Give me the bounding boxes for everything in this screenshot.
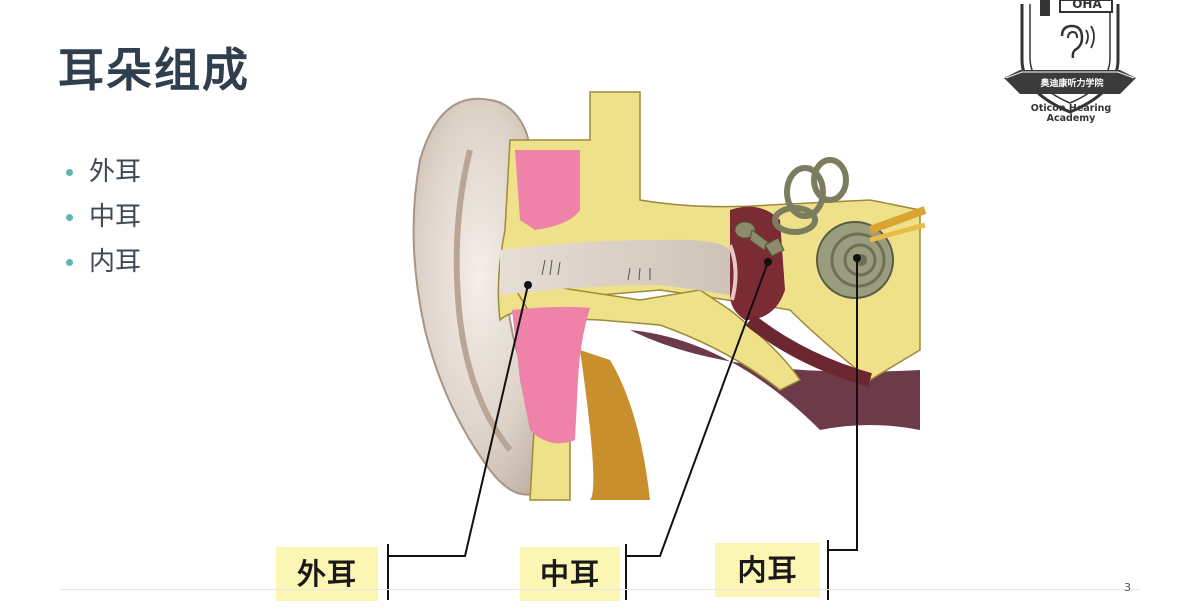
bullet-dot-icon	[66, 169, 73, 176]
ear-icon	[1062, 26, 1094, 58]
bullet-item: 外耳	[66, 150, 141, 195]
logo-banner: 奥迪康听力学院	[1022, 76, 1122, 89]
label-outer-ear: 外耳	[276, 547, 378, 601]
cochlea	[817, 222, 893, 298]
bullet-item: 中耳	[66, 195, 141, 240]
slide-title: 耳朵组成	[58, 34, 250, 100]
logo-name: Oticon Hearing Academy	[1012, 104, 1130, 124]
bullet-item: 内耳	[66, 240, 141, 285]
label-middle-ear: 中耳	[520, 547, 620, 601]
bullet-dot-icon	[66, 259, 73, 266]
page-number: 3	[1124, 581, 1131, 594]
logo-abbr: OHA	[1062, 0, 1112, 11]
footer-divider	[60, 589, 1140, 590]
bullet-dot-icon	[66, 214, 73, 221]
bullet-list: 外耳 中耳 内耳	[66, 150, 141, 285]
ear-anatomy-illustration	[400, 80, 930, 520]
